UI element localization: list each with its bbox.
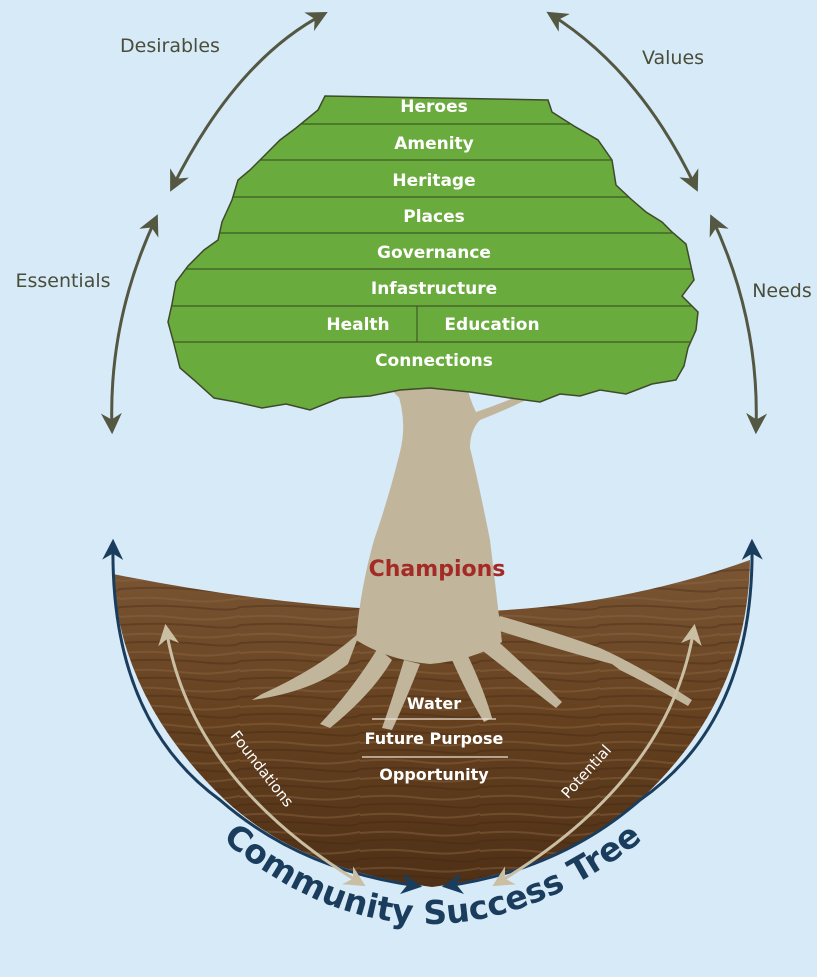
layer-heritage: Heritage xyxy=(392,171,475,191)
arrow-needs xyxy=(709,214,768,435)
layer-health: Health xyxy=(326,315,389,335)
layer-amenity: Amenity xyxy=(394,134,474,154)
layer-heroes: Heroes xyxy=(400,97,467,117)
layer-governance: Governance xyxy=(377,243,491,263)
tree-trunk xyxy=(356,380,534,664)
arrow-potential xyxy=(492,623,702,887)
arrow-essentials xyxy=(100,214,159,435)
layer-places: Places xyxy=(403,207,464,227)
arrow-foundations xyxy=(158,623,366,887)
layer-connections: Connections xyxy=(375,351,493,371)
root-future-purpose: Future Purpose xyxy=(365,729,504,748)
label-desirables: Desirables xyxy=(120,35,220,57)
root-opportunity: Opportunity xyxy=(379,765,489,784)
root-layers: Water Future Purpose Opportunity xyxy=(362,694,508,784)
arrow-desirables xyxy=(170,12,328,192)
arrow-values xyxy=(546,11,699,192)
label-needs: Needs xyxy=(752,280,812,302)
layer-infrastructure: Infastructure xyxy=(371,279,497,299)
root-water: Water xyxy=(407,694,461,713)
label-essentials: Essentials xyxy=(15,270,110,292)
label-values: Values xyxy=(642,47,704,69)
layer-education: Education xyxy=(444,315,539,335)
trunk-label-champions: Champions xyxy=(369,557,506,582)
